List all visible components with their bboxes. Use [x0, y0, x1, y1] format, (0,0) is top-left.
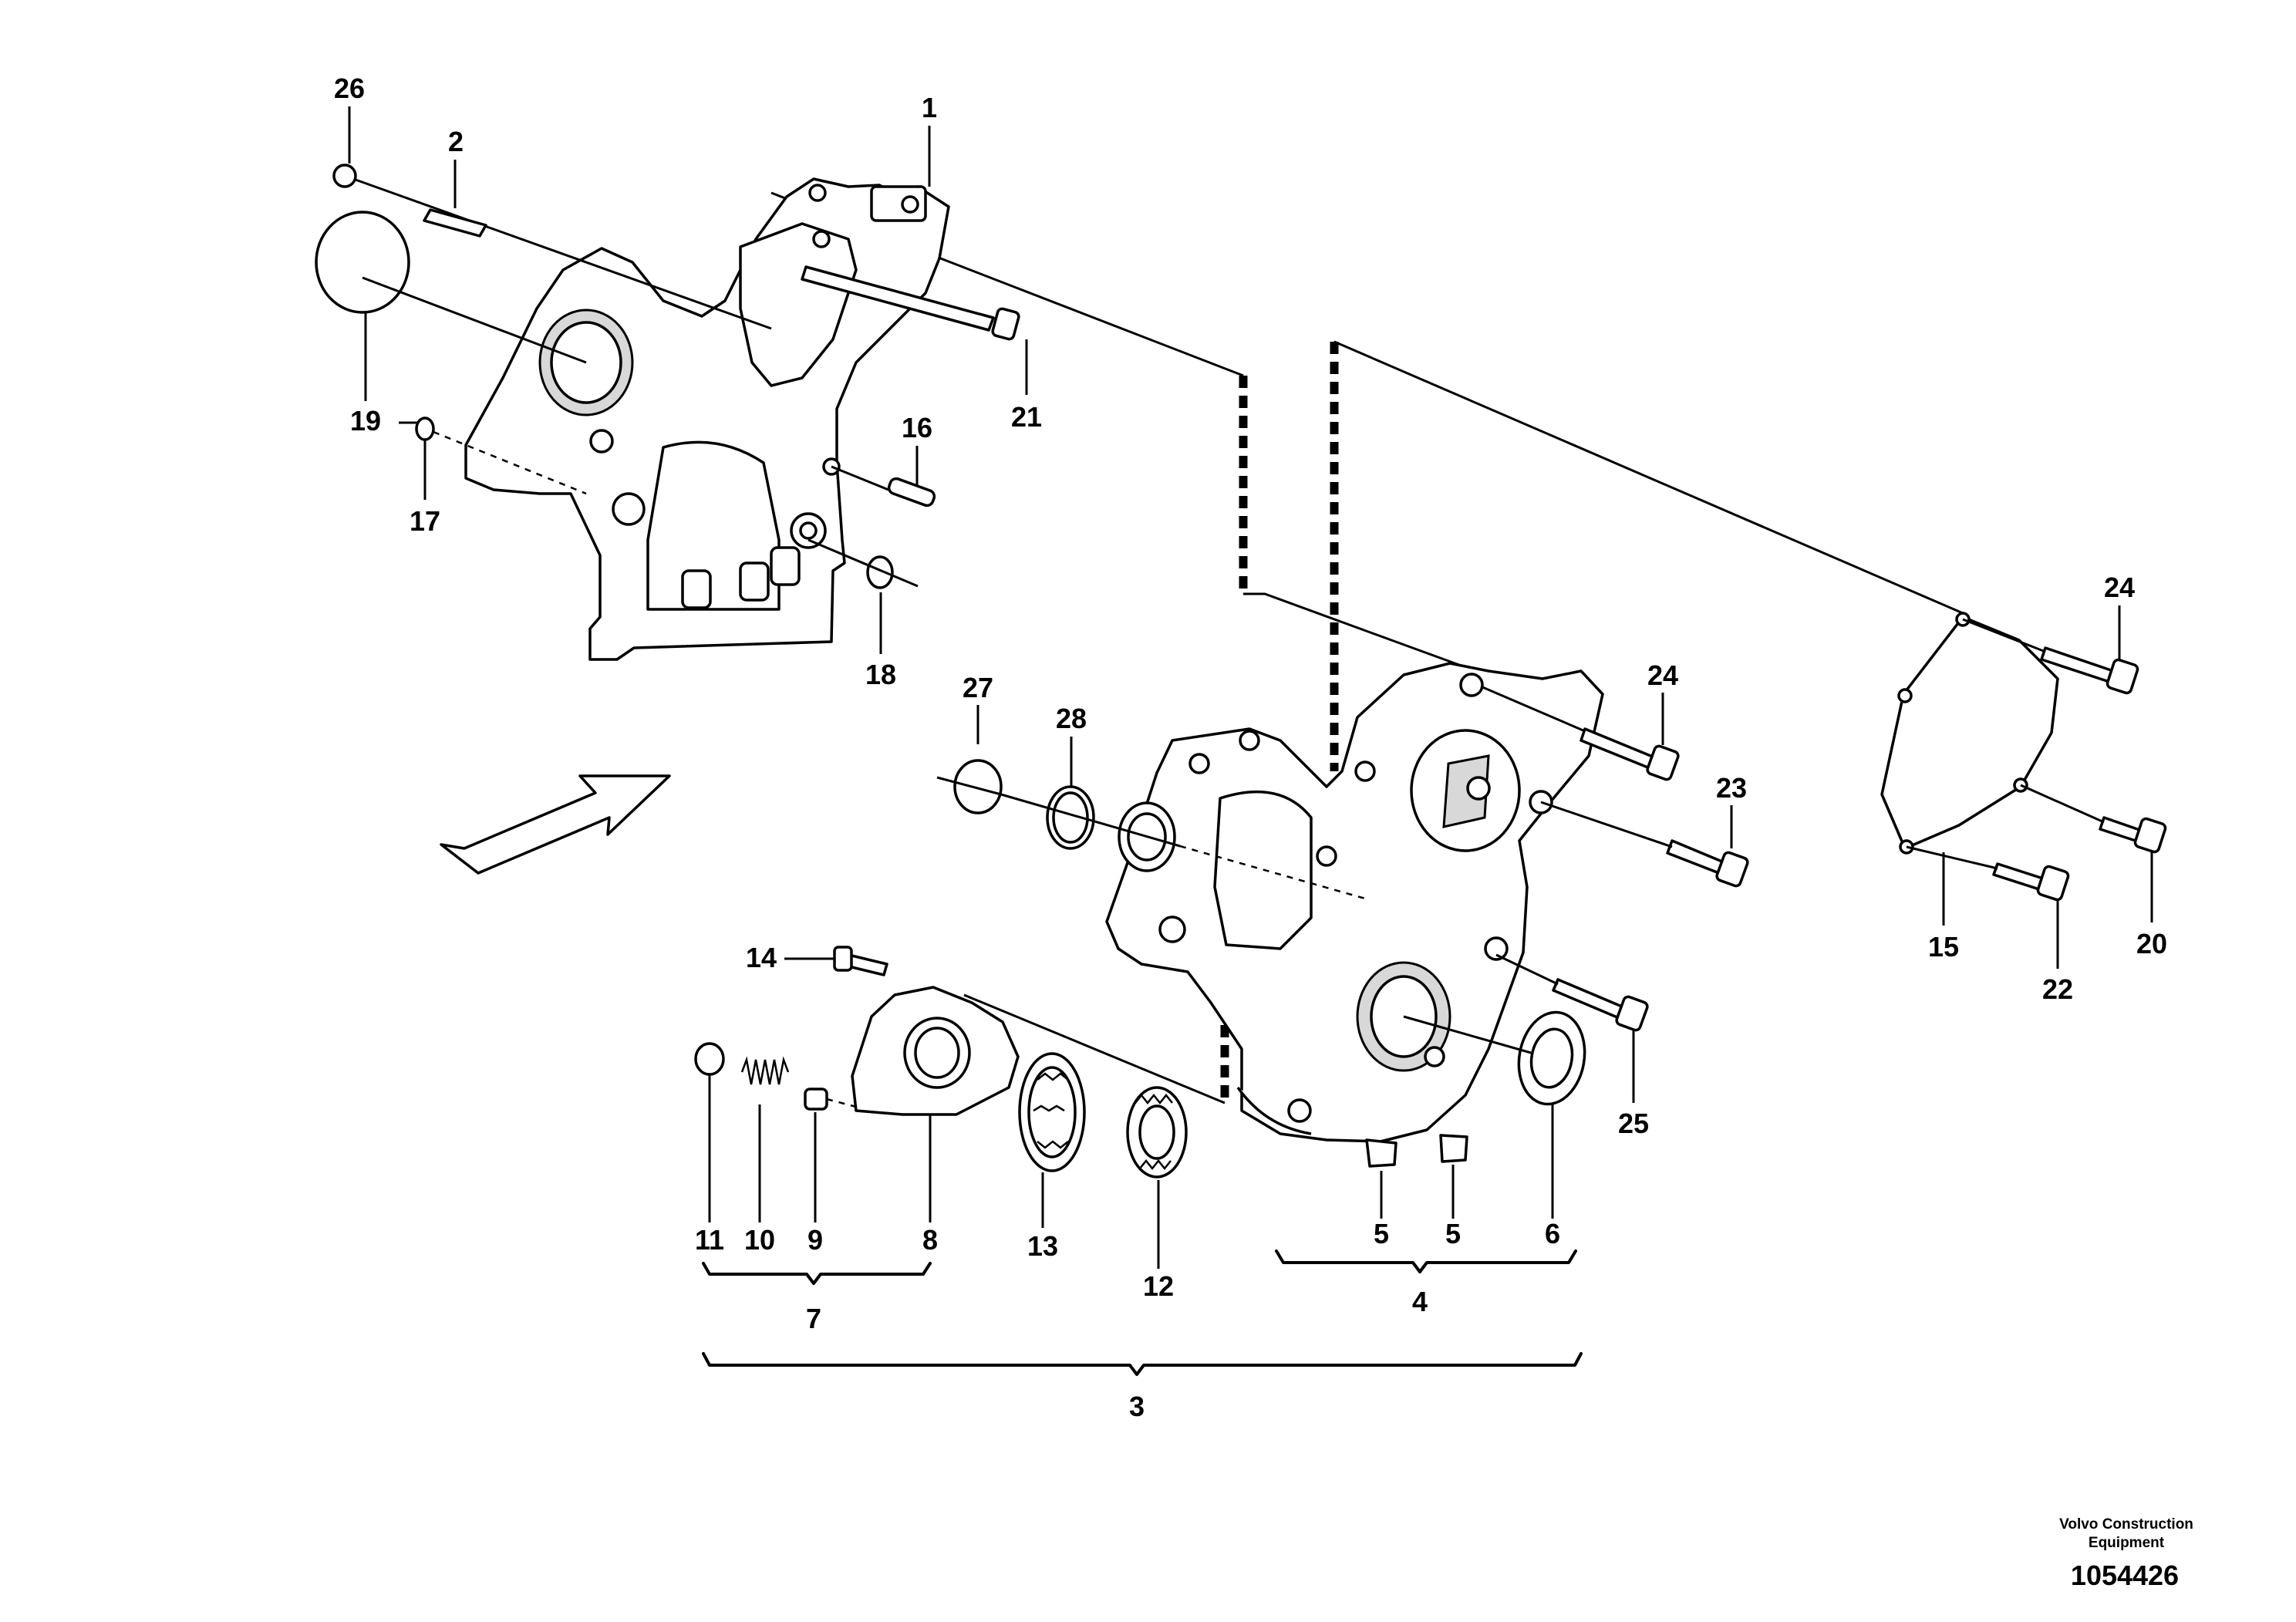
timing-gear-casing [464, 177, 950, 661]
o-ring-17 [415, 416, 435, 441]
callout-6: 6 [1545, 1218, 1560, 1249]
callout-20: 20 [2136, 928, 2167, 959]
callout-7: 7 [806, 1303, 821, 1334]
callout-15: 15 [1928, 931, 1959, 963]
callout-12: 12 [1143, 1270, 1174, 1302]
callout-1: 1 [922, 92, 937, 123]
callout-19: 19 [350, 405, 381, 437]
callout-23: 23 [1716, 772, 1747, 804]
bolt-21 [801, 265, 995, 332]
group-braces [702, 1249, 1583, 1376]
stud-2 [423, 208, 487, 238]
view-direction-arrow [440, 774, 671, 875]
spring-10 [740, 1056, 790, 1085]
callout-14: 14 [746, 942, 777, 973]
plug-27 [953, 759, 1003, 814]
washer-26 [332, 164, 357, 188]
callout-9: 9 [807, 1224, 823, 1256]
cover-plate-19 [315, 211, 410, 314]
callout-27: 27 [963, 672, 993, 703]
callout-8: 8 [922, 1224, 938, 1256]
callout-25: 25 [1618, 1108, 1649, 1139]
callout-21: 21 [1011, 401, 1042, 433]
callout-3: 3 [1129, 1391, 1145, 1422]
callout-18: 18 [865, 659, 896, 690]
callout-5-left: 5 [1374, 1218, 1389, 1249]
diagram-number: 1054426 [2070, 1560, 2180, 1591]
piston-9 [804, 1088, 828, 1111]
brace-3 [702, 1352, 1583, 1376]
dowel-pin-16 [887, 477, 936, 508]
bolt-24-lower [1580, 727, 1660, 771]
bolt-22 [1992, 862, 2047, 892]
callout-24-lower: 24 [1647, 659, 1678, 691]
plug-5-right [1439, 1134, 1468, 1163]
callout-13: 13 [1027, 1230, 1058, 1262]
callout-16: 16 [902, 412, 932, 443]
leader-lines [348, 106, 2153, 1269]
callout-4: 4 [1412, 1286, 1428, 1317]
brace-7 [702, 1262, 932, 1285]
callout-17: 17 [410, 505, 440, 537]
callout-24-upper: 24 [2104, 572, 2135, 603]
plug-11 [694, 1042, 725, 1076]
callout-28: 28 [1056, 703, 1087, 734]
oil-pump-housing [1105, 662, 1604, 1143]
publisher-label: Volvo Construction Equipment [2059, 1516, 2193, 1551]
callout-22: 22 [2042, 973, 2073, 1005]
brace-4 [1275, 1249, 1577, 1273]
callout-labels: 26 2 1 21 16 19 17 18 27 28 24 24 23 14 … [334, 73, 2167, 1422]
plug-5-left [1365, 1138, 1397, 1168]
callout-5-right: 5 [1445, 1218, 1461, 1249]
gasket-15 [1880, 615, 2059, 850]
callout-11: 11 [695, 1224, 724, 1256]
callout-10: 10 [744, 1224, 775, 1256]
callout-2: 2 [448, 126, 464, 157]
callout-26: 26 [334, 73, 365, 104]
o-ring-18 [866, 555, 894, 589]
